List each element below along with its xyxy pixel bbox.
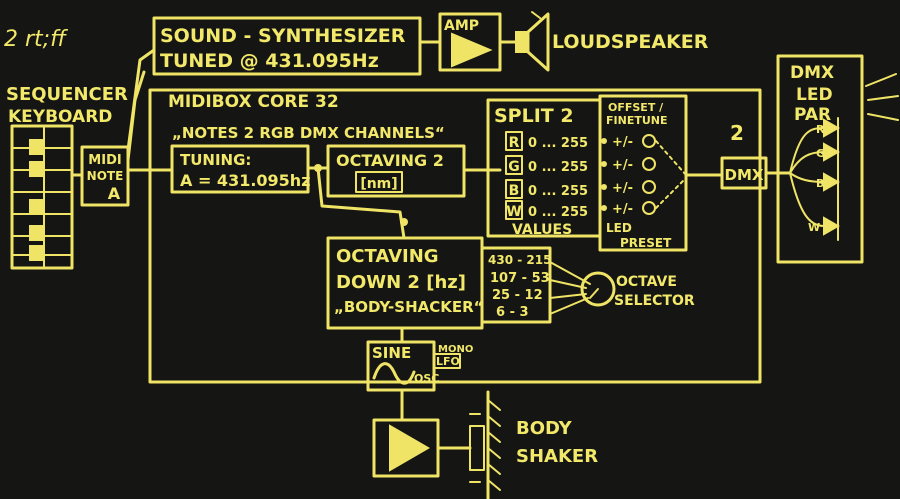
- offset-line3: LED: [606, 221, 632, 235]
- range-r: 0 ... 255: [528, 136, 588, 151]
- octaving-label: OCTAVING 2: [336, 151, 444, 170]
- range-g: 0 ... 255: [528, 160, 588, 175]
- led-channel-w: W: [808, 221, 820, 234]
- dmx-number: 2: [730, 121, 744, 145]
- octave-range-3: 25 - 12: [492, 288, 543, 303]
- knob-r-icon: [642, 134, 656, 148]
- sequencer-label-line2: KEYBOARD: [8, 107, 112, 127]
- synth-line2: TUNED @ 431.095Hz: [160, 50, 379, 72]
- body-shaker-line1: BODY: [516, 418, 573, 439]
- light-rays-icon: [865, 73, 899, 121]
- amp-label: AMP: [444, 18, 479, 34]
- split-channel-r: R 0 ... 255: [505, 131, 588, 151]
- knob-b-icon: [642, 180, 656, 194]
- sine-label: SINE: [372, 344, 411, 362]
- sine-wave-icon: [372, 362, 416, 385]
- octaving-unit: [nm]: [360, 176, 397, 192]
- offset-finetune-box: [598, 94, 688, 252]
- split-channel-g: G 0 ... 255: [505, 155, 588, 175]
- svg-text:+/-: +/-: [612, 135, 633, 150]
- body-shaker-line2: SHAKER: [516, 446, 598, 467]
- split-channel-w: W 0 ... 255: [505, 200, 588, 220]
- led-array-icon: [789, 117, 841, 241]
- midi-note-line1: MIDI: [88, 153, 121, 168]
- octaving-down-line2: DOWN 2 [hz]: [336, 272, 466, 293]
- tuning-line2: A = 431.095hz: [180, 171, 311, 190]
- led-channel-g: G: [816, 147, 825, 160]
- synth-box: [152, 16, 422, 76]
- body-shaker-icon: [469, 390, 501, 499]
- svg-text:W: W: [506, 204, 521, 220]
- corner-scribble: 2 rt;ff: [4, 27, 68, 52]
- midi-note-line3: A: [108, 184, 121, 203]
- octave-range-2: 107 - 53: [490, 271, 550, 286]
- core-title: MIDIBOX CORE 32: [168, 92, 339, 112]
- tuning-line1: TUNING:: [180, 151, 251, 169]
- svg-text:R: R: [509, 135, 520, 151]
- octave-range-1: 430 - 215: [488, 253, 551, 267]
- knob-w-icon: [642, 201, 656, 215]
- midi-note-line2: NOTE: [87, 169, 124, 183]
- octaving-down-line3: „BODY-SHACKER“: [334, 298, 484, 316]
- dmx-label: DMX: [725, 166, 764, 184]
- offset-line4: PRESET: [620, 236, 672, 250]
- led-channel-r: R: [816, 123, 825, 136]
- sequencer-label-line1: SEQUENCER: [6, 84, 128, 105]
- synth-line1: SOUND - SYNTHESIZER: [160, 25, 406, 47]
- midi-note-box: [80, 145, 130, 207]
- octave-selector-line2: SELECTOR: [614, 293, 695, 309]
- svg-text:+/-: +/-: [612, 181, 633, 196]
- svg-text:+/-: +/-: [612, 202, 633, 217]
- svg-text:+/-: +/-: [612, 158, 633, 173]
- amp-triangle-icon: [451, 32, 493, 68]
- octave-selector-icon: [549, 261, 616, 315]
- split-values-label: VALUES: [512, 222, 572, 238]
- octaving-down-line1: OCTAVING: [336, 246, 439, 267]
- led-par-box: [776, 54, 864, 264]
- led-par-line2: LED: [796, 85, 833, 105]
- sine-mono: MONO: [438, 344, 473, 355]
- loudspeaker-icon: [515, 11, 550, 72]
- knob-g-icon: [642, 157, 656, 171]
- range-w: 0 ... 255: [528, 205, 588, 220]
- offset-line1: OFFSET /: [608, 101, 664, 114]
- loudspeaker-label: LOUDSPEAKER: [552, 31, 709, 53]
- shaker-amp-triangle-icon: [389, 424, 430, 472]
- svg-text:G: G: [508, 159, 520, 175]
- split-title: SPLIT 2: [494, 105, 574, 127]
- sine-lfo: LFO: [436, 355, 460, 368]
- sine-osc: OSC: [414, 372, 439, 385]
- core-subtitle: „NOTES 2 RGB DMX CHANNELS“: [172, 124, 445, 142]
- split-channel-b: B 0 ... 255: [505, 179, 588, 199]
- led-channel-b: B: [816, 177, 824, 190]
- led-par-line1: DMX: [790, 63, 834, 83]
- octave-selector-line1: OCTAVE: [616, 274, 677, 290]
- svg-text:B: B: [509, 183, 520, 199]
- octave-range-4: 6 - 3: [496, 305, 529, 320]
- keyboard-icon: [10, 124, 74, 270]
- range-b: 0 ... 255: [528, 184, 588, 199]
- offset-line2: FINETUNE: [606, 114, 667, 127]
- octave-range-box: [480, 246, 552, 324]
- midibox-core-frame: [148, 88, 762, 384]
- led-par-line3: PAR: [794, 105, 831, 125]
